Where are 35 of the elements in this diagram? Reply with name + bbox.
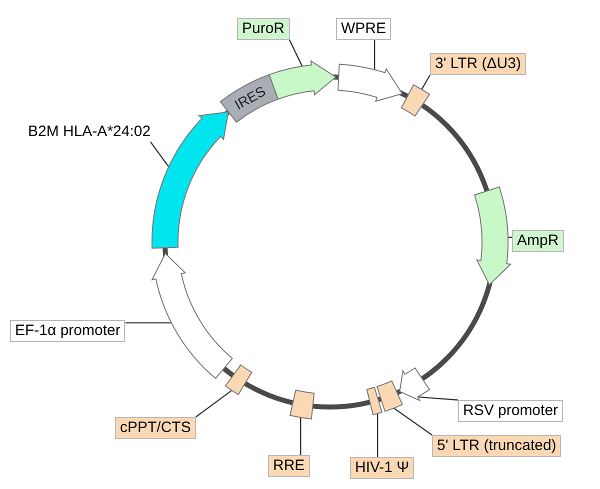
feature-label: HIV-1 Ψ xyxy=(350,457,414,479)
gene-segment xyxy=(152,253,233,379)
leader-line xyxy=(421,74,431,90)
leader-line xyxy=(376,414,378,457)
leader-line xyxy=(125,322,172,324)
leader-line xyxy=(150,142,170,168)
gene-segment xyxy=(338,64,403,102)
leader-line xyxy=(195,390,232,418)
feature-label: PuroR xyxy=(237,18,290,40)
gene-segment xyxy=(268,60,336,100)
feature-label: RSV promoter xyxy=(458,400,564,422)
feature-block xyxy=(376,380,403,412)
gene-segment xyxy=(399,368,430,401)
feature-block xyxy=(400,84,430,116)
feature-label: 3' LTR (ΔU3) xyxy=(430,53,526,75)
leader-line xyxy=(508,236,512,238)
feature-block xyxy=(290,390,315,420)
feature-label: AmpR xyxy=(512,230,564,252)
feature-label: RRE xyxy=(268,455,310,477)
feature-label: IRES xyxy=(232,82,268,113)
feature-label: 5' LTR (truncated) xyxy=(432,435,562,457)
gene-segment xyxy=(152,112,229,249)
gene-segment xyxy=(474,186,512,286)
leader-line xyxy=(418,396,458,401)
feature-block xyxy=(224,364,252,396)
feature-name: B2M HLA-A*24:02 xyxy=(28,122,151,142)
leader-line xyxy=(288,40,303,66)
feature-block xyxy=(366,386,382,416)
leader-line xyxy=(300,418,302,455)
leader-line xyxy=(374,40,376,70)
feature-block xyxy=(220,74,278,123)
leader-line xyxy=(393,408,432,436)
feature-label: cPPT/CTS xyxy=(115,417,196,439)
feature-label: EF-1α promoter xyxy=(10,320,126,342)
feature-label: WPRE xyxy=(336,18,391,40)
